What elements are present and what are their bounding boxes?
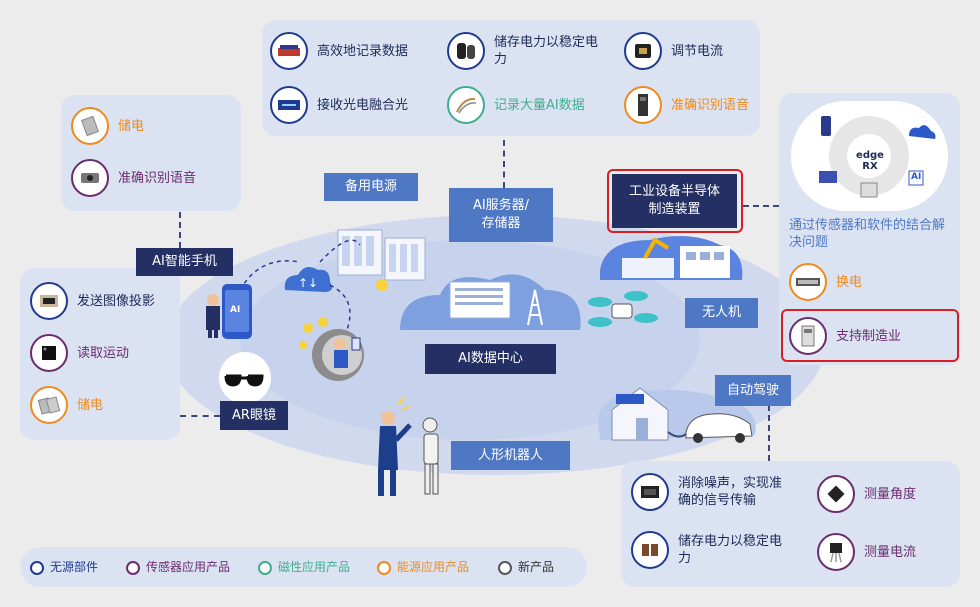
top-panel: 高效地记录数据 储存电力以稳定电力 调节电流 接收光电融合光 记录大量AI数据 … xyxy=(262,20,760,136)
left-item-3-label: 储电 xyxy=(77,397,104,413)
noise-filter-icon xyxy=(631,473,669,511)
legend-item-3: 磁性应用产品 xyxy=(258,559,350,576)
hub-ai-text: AI xyxy=(911,172,922,182)
top-item-1-label: 高效地记录数据 xyxy=(317,43,409,59)
left-panel: 发送图像投影 读取运动 储电 xyxy=(20,268,180,440)
bottom-right-item-2[interactable]: 测量角度 xyxy=(817,475,916,513)
sensor-unit-icon xyxy=(789,317,827,355)
bottom-right-item-4[interactable]: 测量电流 xyxy=(817,533,916,571)
connector-left xyxy=(180,415,220,417)
right-item-2-label: 支持制造业 xyxy=(836,328,902,344)
top-left-item-2-label: 准确识别语音 xyxy=(118,170,197,186)
inductor-icon xyxy=(624,32,662,70)
top-item-3-label: 调节电流 xyxy=(671,43,724,59)
battery-cell-icon xyxy=(71,107,109,145)
legend-item-2-label: 传感器应用产品 xyxy=(146,560,231,574)
legend-dot-icon xyxy=(498,560,512,575)
projector-module-icon xyxy=(30,282,68,320)
top-left-item-1-label: 储电 xyxy=(118,118,145,134)
connector-left-top xyxy=(179,212,181,248)
power-module-icon xyxy=(789,263,827,301)
right-caption: 通过传感器和软件的结合解决问题 xyxy=(789,218,946,250)
motion-sensor-chip-icon xyxy=(30,334,68,372)
top-item-2[interactable]: 储存电力以稳定电力 xyxy=(447,32,599,70)
tag-backup-power[interactable]: 备用电源 xyxy=(324,173,418,201)
legend-item-2: 传感器应用产品 xyxy=(126,559,230,576)
top-item-6[interactable]: 准确识别语音 xyxy=(624,86,749,124)
current-sensor-icon xyxy=(817,533,855,571)
legend-dot-icon xyxy=(30,560,44,575)
top-item-3[interactable]: 调节电流 xyxy=(624,32,723,70)
legend-dot-icon xyxy=(258,560,272,575)
tag-humanoid-robot[interactable]: 人形机器人 xyxy=(451,441,570,470)
tag-ai-datacenter[interactable]: AI数据中心 xyxy=(425,344,556,374)
bottom-right-item-3[interactable]: 储存电力以稳定电力 xyxy=(631,531,788,569)
edge-rx-label: edge RX xyxy=(856,150,884,172)
angle-sensor-icon xyxy=(817,475,855,513)
right-item-1-label: 换电 xyxy=(836,274,863,290)
top-left-panel: 储电 准确识别语音 xyxy=(61,95,241,211)
top-item-2-label: 储存电力以稳定电力 xyxy=(494,35,599,67)
right-panel: edge RX AI 通过传感器和软件的结合解决问题 换电 支持制造业 xyxy=(779,93,960,365)
top-item-6-label: 准确识别语音 xyxy=(671,97,750,113)
gear-icon xyxy=(819,116,936,198)
connector-top xyxy=(503,140,505,188)
legend-item-1-label: 无源部件 xyxy=(50,560,99,574)
microphone-sensor-icon xyxy=(71,159,109,197)
capacitor-icon xyxy=(447,32,485,70)
top-item-4-label: 接收光电融合光 xyxy=(317,97,409,113)
left-item-1[interactable]: 发送图像投影 xyxy=(30,282,155,320)
top-item-5-label: 记录大量AI数据 xyxy=(494,97,585,113)
top-left-item-2[interactable]: 准确识别语音 xyxy=(71,159,196,197)
legend-dot-icon xyxy=(377,560,391,575)
highlight-support-manufacturing xyxy=(781,309,959,362)
photonic-chip-icon xyxy=(270,86,308,124)
bottom-right-item-1[interactable]: 消除噪声，实现准确的信号传输 xyxy=(631,473,788,511)
legend-dot-icon xyxy=(126,560,140,575)
tag-autonomous-driving[interactable]: 自动驾驶 xyxy=(715,375,791,406)
connector-right xyxy=(743,205,779,207)
connector-bottom-right xyxy=(768,405,770,461)
battery-pack-icon xyxy=(624,86,662,124)
svg-text:↑↓: ↑↓ xyxy=(298,276,318,290)
highlight-industrial-equipment xyxy=(607,169,743,233)
tag-industrial-equipment[interactable]: 工业设备半导体制造装置 xyxy=(612,174,737,228)
hdd-head-icon xyxy=(447,86,485,124)
right-item-2[interactable]: 支持制造业 xyxy=(789,317,901,355)
left-item-2[interactable]: 读取运动 xyxy=(30,334,129,372)
right-item-1[interactable]: 换电 xyxy=(789,263,862,301)
top-left-item-1[interactable]: 储电 xyxy=(71,107,144,145)
legend-panel: 无源部件 传感器应用产品 磁性应用产品 能源应用产品 新产品 xyxy=(20,547,587,587)
bottom-right-panel: 消除噪声，实现准确的信号传输 测量角度 储存电力以稳定电力 测量电流 xyxy=(621,461,960,587)
tag-ai-phone[interactable]: AI智能手机 xyxy=(136,248,233,276)
tag-drone[interactable]: 无人机 xyxy=(685,298,758,328)
battery-cells-icon xyxy=(30,386,68,424)
bottom-right-item-1-label: 消除噪声，实现准确的信号传输 xyxy=(678,476,783,508)
top-item-1[interactable]: 高效地记录数据 xyxy=(270,32,408,70)
phone-screen-text: AI xyxy=(230,305,241,315)
legend-item-3-label: 磁性应用产品 xyxy=(278,560,351,574)
legend-item-4: 能源应用产品 xyxy=(377,559,469,576)
bottom-right-item-3-label: 储存电力以稳定电力 xyxy=(678,534,783,566)
tag-ai-server[interactable]: AI服务器/存储器 xyxy=(449,188,553,242)
bottom-right-item-2-label: 测量角度 xyxy=(864,486,917,502)
capacitor-array-icon xyxy=(631,531,669,569)
left-item-3[interactable]: 储电 xyxy=(30,386,103,424)
storage-device-icon xyxy=(270,32,308,70)
legend-item-1: 无源部件 xyxy=(30,559,98,576)
tag-ar-glasses[interactable]: AR眼镜 xyxy=(220,401,288,430)
legend-item-5-label: 新产品 xyxy=(518,560,555,574)
legend-item-4-label: 能源应用产品 xyxy=(397,560,470,574)
top-item-5[interactable]: 记录大量AI数据 xyxy=(447,86,585,124)
left-item-1-label: 发送图像投影 xyxy=(77,293,156,309)
top-item-4[interactable]: 接收光电融合光 xyxy=(270,86,408,124)
bottom-right-item-4-label: 测量电流 xyxy=(864,544,917,560)
edge-rx-hub: edge RX AI xyxy=(791,101,948,211)
left-item-2-label: 读取运动 xyxy=(77,345,130,361)
legend-item-5: 新产品 xyxy=(498,559,554,576)
